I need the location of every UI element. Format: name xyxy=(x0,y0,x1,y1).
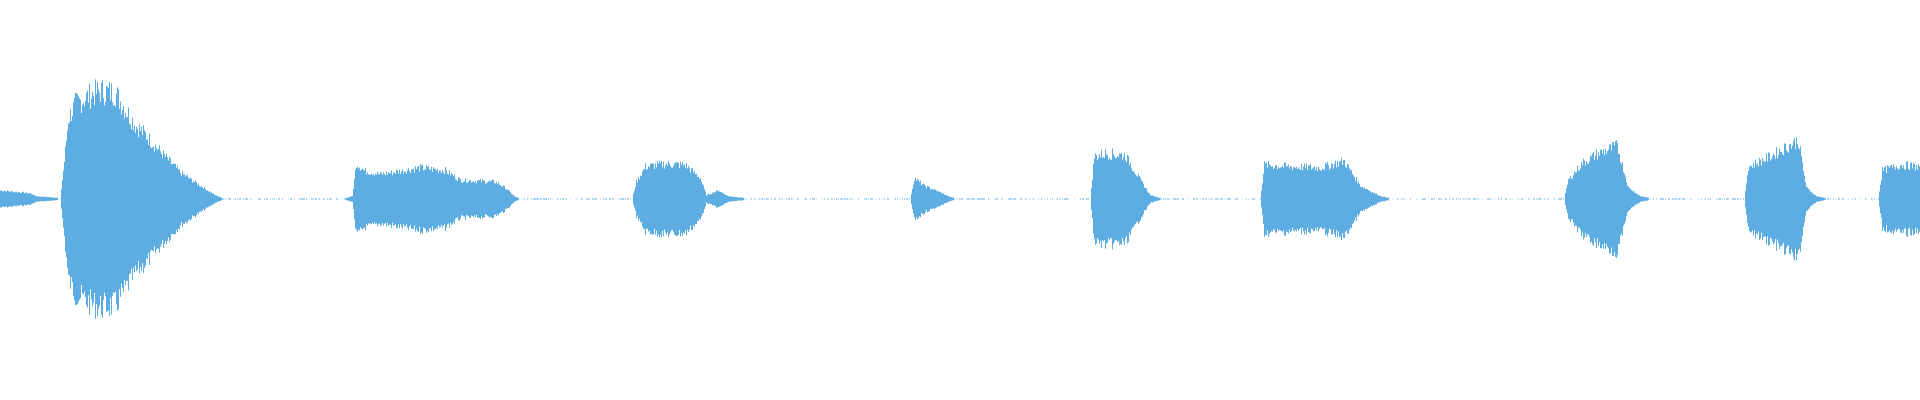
waveform-view[interactable] xyxy=(0,0,1920,400)
audio-waveform[interactable] xyxy=(0,0,1920,400)
